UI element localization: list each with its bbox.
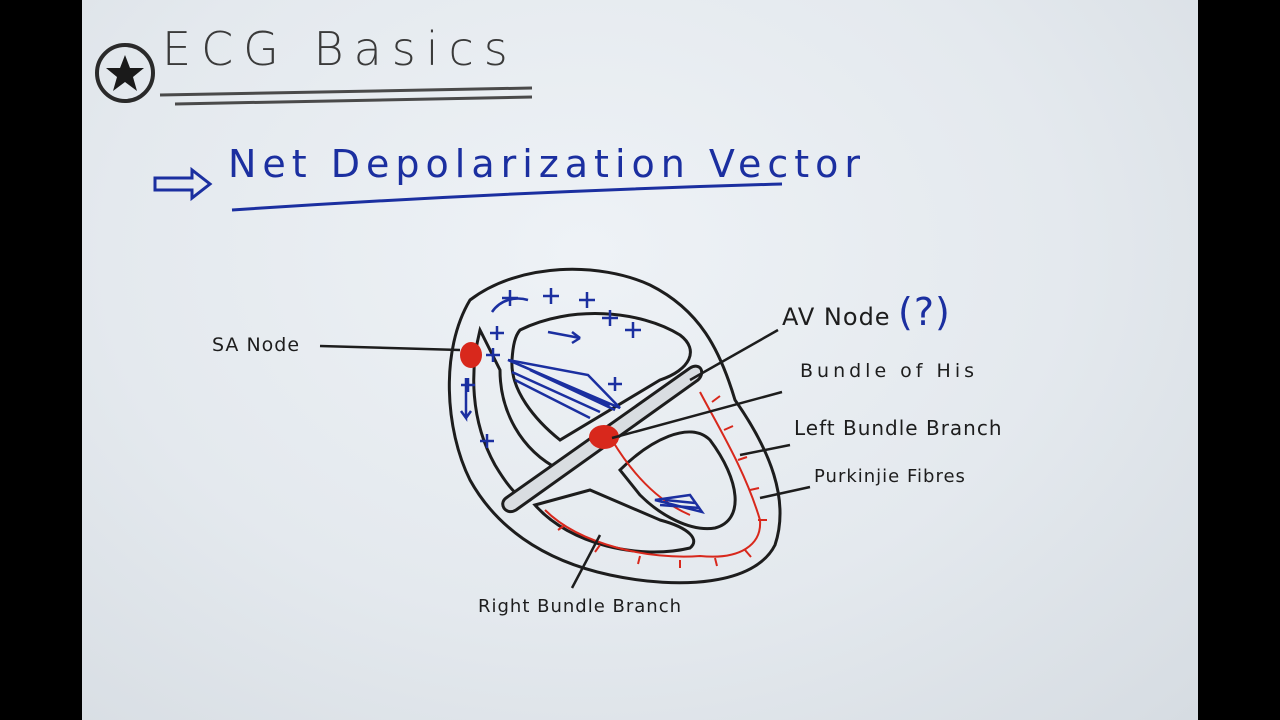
title-underline-2 bbox=[174, 95, 533, 106]
label-left-bundle-branch: Left Bundle Branch bbox=[794, 416, 1003, 440]
av-node-dot bbox=[589, 425, 619, 449]
label-sa-node: SA Node bbox=[212, 334, 301, 356]
letterbox-left bbox=[0, 0, 82, 720]
title-underline-1 bbox=[159, 86, 533, 97]
arrow-right-icon bbox=[153, 166, 213, 202]
left-ventricle-chamber bbox=[617, 430, 737, 531]
subtitle-underline bbox=[231, 182, 783, 212]
label-right-bundle-branch: Right Bundle Branch bbox=[478, 596, 683, 617]
letterbox-right bbox=[1198, 0, 1280, 720]
sa-node-dot bbox=[460, 342, 482, 368]
label-purkinje-fibres: Purkinjie Fibres bbox=[814, 466, 966, 487]
label-bundle-of-his: Bundle of His bbox=[800, 360, 979, 382]
right-ventricle-chamber bbox=[532, 488, 696, 554]
label-av-question: (?) bbox=[898, 290, 951, 334]
leader-lines bbox=[319, 328, 811, 589]
purkinje-fibres-red bbox=[544, 391, 767, 568]
plus-signs bbox=[461, 288, 641, 448]
label-av-node: AV Node bbox=[782, 303, 891, 331]
star-bullet-icon bbox=[95, 43, 155, 103]
atrium-chamber bbox=[510, 312, 692, 442]
heart-outer-wall bbox=[447, 267, 782, 585]
depolarization-arrows-blue bbox=[459, 297, 705, 515]
whiteboard bbox=[82, 0, 1198, 720]
title: ECG Basics bbox=[162, 22, 518, 76]
subtitle: Net Depolarization Vector bbox=[228, 142, 867, 186]
